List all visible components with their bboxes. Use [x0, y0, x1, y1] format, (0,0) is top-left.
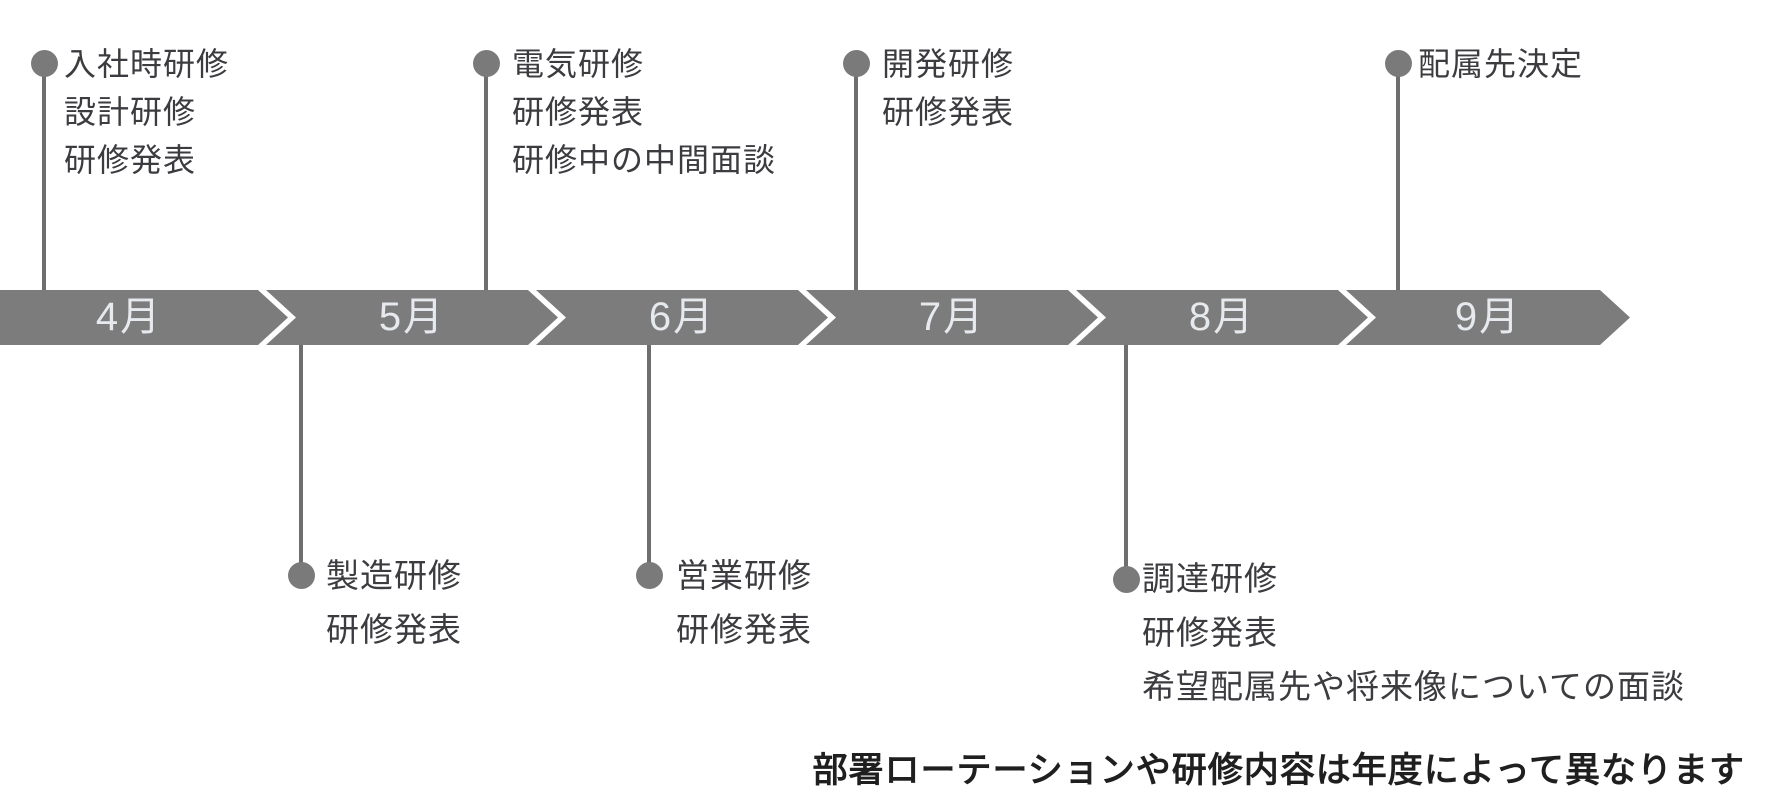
month-band: 4月 5月 6月 7月 8月 9月: [0, 290, 1772, 345]
event-line: 研修発表: [512, 94, 645, 130]
event-marker-july: [843, 50, 870, 77]
event-label-may-top: 電気研修 研修発表 研修中の中間面談: [512, 40, 776, 184]
event-line: 研修発表: [676, 611, 812, 648]
event-line: 開発研修: [882, 46, 1015, 82]
event-line: 研修発表: [882, 94, 1015, 130]
event-line: 配属先決定: [1418, 46, 1584, 82]
event-line: 研修発表: [64, 142, 197, 178]
event-line: 製造研修: [326, 557, 462, 594]
event-label-june-bottom: 営業研修 研修発表: [676, 549, 812, 657]
event-line: 電気研修: [512, 46, 645, 82]
event-marker-august-bottom: [1113, 566, 1140, 593]
event-line: 設計研修: [64, 94, 197, 130]
event-label-august-bottom: 調達研修 研修発表 希望配属先や将来像についての面談: [1142, 552, 1685, 714]
event-marker-april: [31, 50, 58, 77]
event-stem-april: [42, 64, 46, 292]
event-stem-september: [1396, 64, 1400, 292]
event-label-september: 配属先決定: [1418, 40, 1583, 88]
event-marker-september: [1385, 50, 1412, 77]
event-marker-may-top: [473, 50, 500, 77]
event-label-april: 入社時研修 設計研修 研修発表: [64, 40, 229, 184]
event-line: 調達研修: [1142, 560, 1278, 597]
event-label-july: 開発研修 研修発表: [882, 40, 1014, 136]
event-label-may-bottom: 製造研修 研修発表: [326, 549, 462, 657]
month-chevron-july: 7月: [806, 290, 1098, 345]
month-label: 4月: [95, 295, 163, 339]
event-stem-june-bottom: [647, 343, 651, 576]
event-line: 研修発表: [1142, 614, 1278, 651]
month-chevron-september: 9月: [1346, 290, 1630, 345]
event-stem-may-bottom: [299, 343, 303, 576]
event-marker-june-bottom: [636, 562, 663, 589]
month-label: 6月: [648, 295, 716, 339]
event-line: 入社時研修: [64, 46, 230, 82]
event-stem-august-bottom: [1124, 343, 1128, 579]
month-label: 7月: [918, 295, 986, 339]
month-chevron-august: 8月: [1076, 290, 1368, 345]
footnote: 部署ローテーションや研修内容は年度によって異なります: [812, 751, 1745, 790]
event-stem-july: [854, 64, 858, 292]
event-line: 営業研修: [676, 557, 812, 594]
month-label: 5月: [378, 295, 446, 339]
month-chevron-april: 4月: [0, 290, 288, 345]
event-line: 研修中の中間面談: [512, 142, 777, 178]
event-stem-may-top: [484, 64, 488, 292]
month-label: 9月: [1454, 295, 1522, 339]
event-line: 希望配属先や将来像についての面談: [1142, 668, 1686, 705]
event-line: 研修発表: [326, 611, 462, 648]
month-chevron-june: 6月: [536, 290, 828, 345]
event-marker-may-bottom: [288, 562, 315, 589]
month-label: 8月: [1188, 295, 1256, 339]
month-chevron-may: 5月: [266, 290, 558, 345]
